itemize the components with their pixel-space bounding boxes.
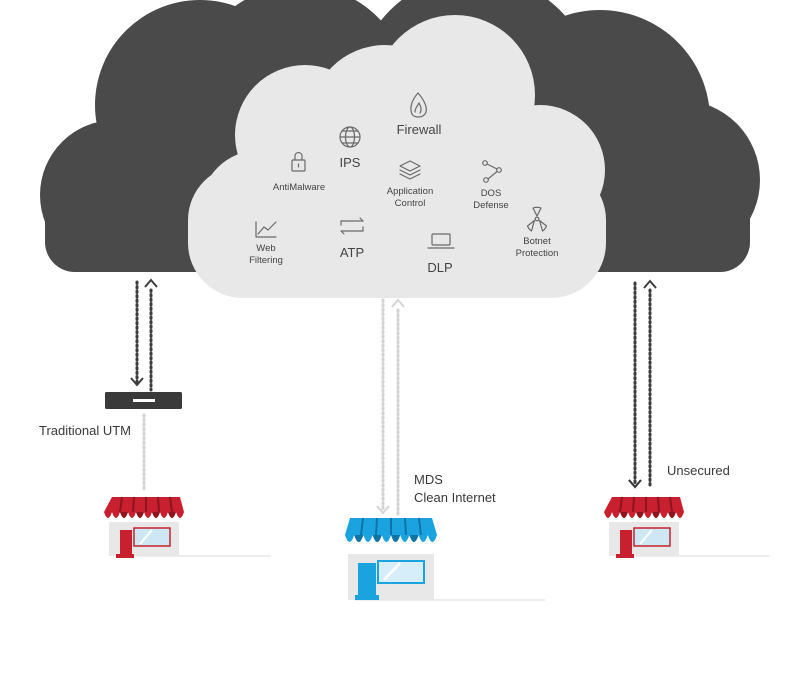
globe-icon — [339, 126, 361, 148]
utm-appliance — [105, 392, 182, 409]
radiation-icon — [526, 206, 548, 232]
service-web-filtering-label: Web Filtering — [249, 243, 283, 266]
store-center-icon — [345, 517, 545, 601]
layers-icon — [399, 160, 421, 180]
line-chart-icon — [255, 221, 277, 238]
lock-icon — [291, 152, 306, 172]
service-ips-label: IPS — [339, 155, 361, 170]
right-arrows — [628, 279, 657, 489]
site-right-label: Unsecured — [667, 463, 730, 478]
service-botnet-label: Botnet Protection — [515, 236, 559, 259]
laptop-icon — [427, 233, 455, 249]
flame-icon — [410, 92, 427, 118]
share-nodes-icon — [482, 160, 502, 183]
service-app-control-label: Application Control — [386, 186, 434, 209]
service-antimalware-label: AntiMalware — [272, 182, 326, 193]
service-dlp-label: DLP — [427, 260, 453, 275]
site-center-label: MDS Clean Internet — [414, 472, 496, 506]
store-right-icon — [604, 496, 770, 558]
left-arrows — [130, 278, 158, 392]
store-left-icon — [104, 496, 270, 558]
center-arrows — [376, 298, 405, 517]
service-atp-label: ATP — [339, 245, 365, 260]
service-firewall-label: Firewall — [396, 122, 442, 137]
site-left-label: Traditional UTM — [39, 423, 131, 438]
inner-cloud — [188, 15, 606, 298]
exchange-arrows-icon — [340, 217, 364, 235]
service-dos-defense-label: DOS Defense — [473, 188, 509, 211]
